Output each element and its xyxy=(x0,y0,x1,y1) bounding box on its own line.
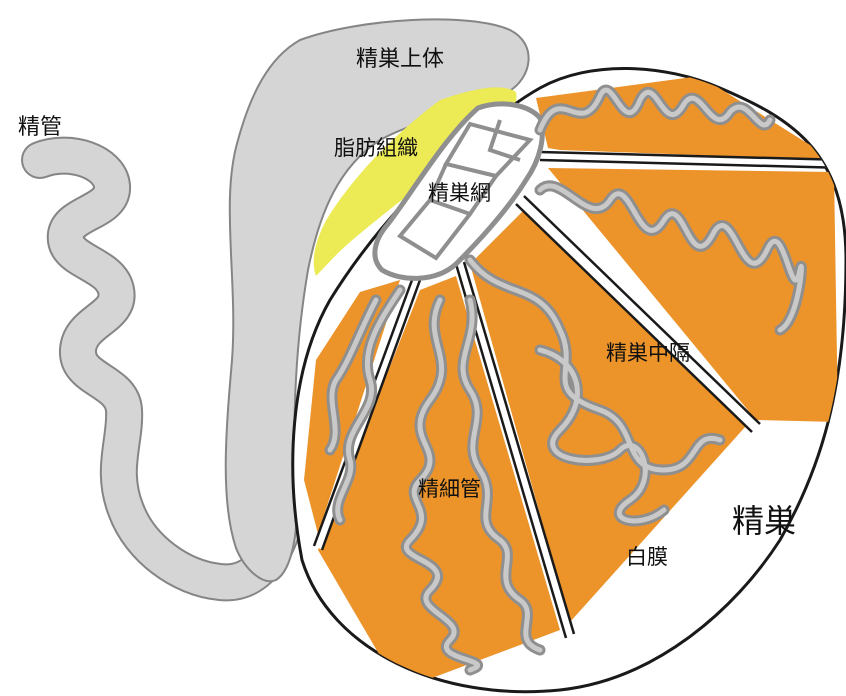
label-rete-testis: 精巣網 xyxy=(428,181,491,205)
label-seminiferous-tubule: 精細管 xyxy=(418,477,481,501)
label-adipose-tissue: 脂肪組織 xyxy=(334,136,418,160)
label-testis: 精巣 xyxy=(732,502,796,540)
label-tunica-albuginea: 白膜 xyxy=(626,545,668,569)
label-epididymis: 精巣上体 xyxy=(356,47,444,72)
label-vas-deferens: 精管 xyxy=(18,115,62,140)
label-septum: 精巣中隔 xyxy=(606,341,690,365)
